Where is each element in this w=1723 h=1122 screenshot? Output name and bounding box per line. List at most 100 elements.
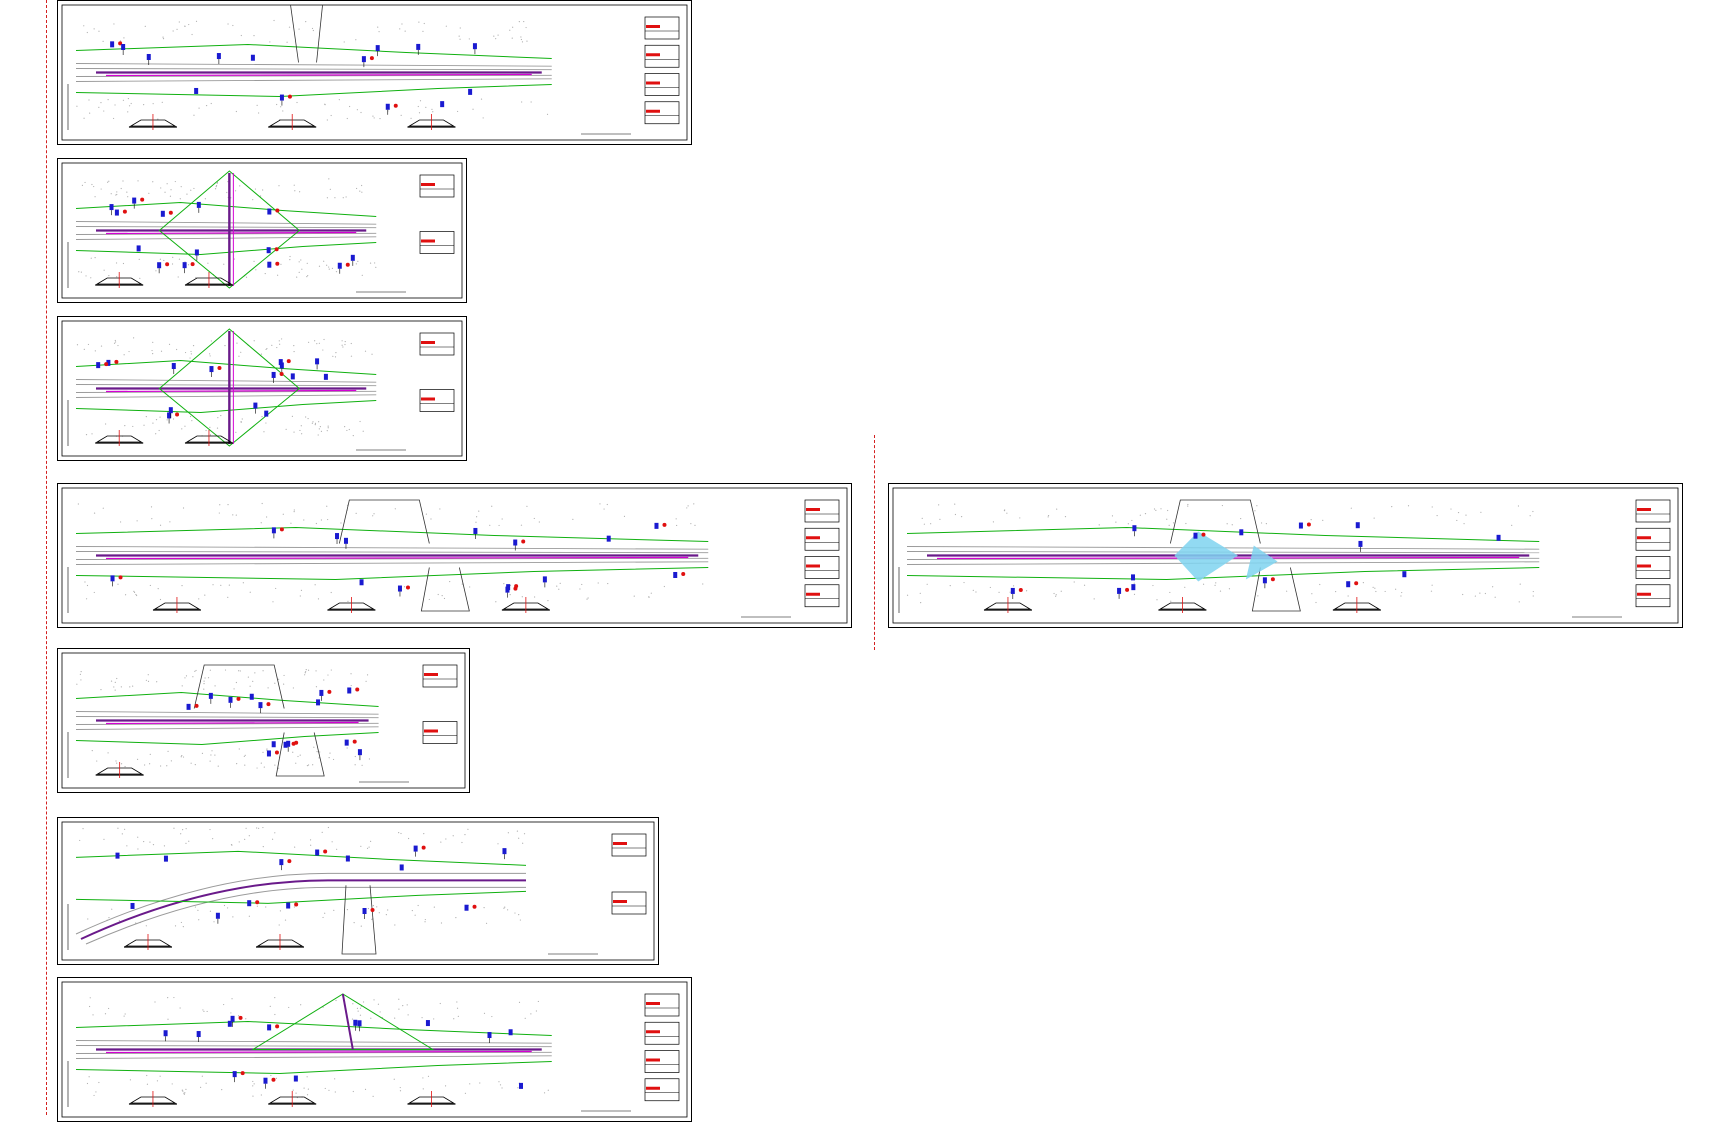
hatch-dot — [91, 183, 93, 186]
legend-table — [419, 231, 455, 254]
drawing-sheet-4[interactable] — [57, 483, 852, 628]
traffic-sign — [209, 366, 214, 373]
drawing-sheet-5[interactable] — [888, 483, 1683, 628]
hatch-dot — [326, 430, 328, 432]
hatch-dot — [198, 598, 200, 600]
road-body — [75, 711, 379, 730]
road-signs — [1010, 522, 1501, 599]
hatch-dot — [269, 41, 271, 43]
hatch-dot — [108, 917, 110, 919]
hatch-dot — [185, 828, 187, 830]
hatch-dot — [335, 271, 338, 273]
hatch-dot — [318, 265, 321, 267]
hatch-dot — [331, 267, 334, 269]
hatch-dot — [296, 276, 298, 278]
hatch-dot — [403, 586, 406, 588]
hatch-dot — [262, 826, 264, 829]
hatch-dot — [1187, 505, 1189, 507]
hatch-dot — [445, 25, 447, 27]
hatch-dot — [371, 353, 373, 355]
road-edge — [75, 716, 379, 719]
junction — [251, 993, 435, 1050]
hatch-dot — [203, 1010, 205, 1012]
drawing-sheet-8[interactable] — [57, 977, 692, 1122]
legend-table — [804, 556, 840, 579]
hatch-dot — [166, 183, 168, 185]
hatch-dot — [368, 758, 371, 760]
legend-tables — [1635, 499, 1671, 608]
traffic-sign — [502, 848, 507, 855]
traffic-sign — [350, 254, 355, 261]
hatch-dot — [289, 255, 291, 258]
road-signs — [163, 1015, 523, 1089]
hatch-dot — [259, 195, 262, 197]
road-body — [75, 221, 377, 240]
traffic-sign — [266, 750, 271, 757]
hatch-dot — [155, 270, 157, 272]
hatch-dot — [315, 670, 317, 672]
road-edge — [75, 236, 377, 240]
hatch-dot — [424, 921, 426, 923]
hatch-dot — [191, 33, 193, 36]
hatch-dot — [1465, 514, 1467, 516]
hatch-dot — [176, 28, 178, 30]
legend-red-row — [646, 1002, 660, 1005]
legend-red-row — [646, 109, 660, 113]
traffic-sign — [271, 371, 276, 378]
hatch-dot — [497, 34, 499, 36]
hatch-dot — [314, 422, 317, 425]
hatch-dot — [80, 271, 82, 273]
green-line — [75, 1020, 552, 1036]
hatch-dot — [159, 1075, 161, 1077]
hatch-dot — [132, 685, 134, 687]
legend-red-row — [1637, 564, 1651, 568]
traffic-sign — [132, 197, 137, 204]
hatch-dot — [188, 23, 190, 26]
hatch-dot — [293, 511, 295, 513]
hatch-dot — [236, 763, 238, 765]
hatch-dot — [1532, 590, 1534, 593]
drawing-sheet-1[interactable] — [57, 0, 692, 145]
hatch-dot — [318, 428, 320, 430]
hatch-dot — [90, 257, 92, 259]
hatch-dot — [281, 338, 283, 340]
hatch-dot — [91, 750, 93, 752]
drawing-sheet-7[interactable] — [57, 817, 659, 965]
hatch-dot — [278, 185, 280, 187]
cross-section — [268, 119, 316, 127]
drawing-sheet-6[interactable] — [57, 648, 470, 793]
hatch-dot — [127, 111, 129, 113]
hatch-dot — [1231, 524, 1233, 526]
hatch-dot — [110, 193, 112, 195]
hatch-dot — [245, 1018, 247, 1020]
hatch-dot — [352, 1090, 354, 1093]
red-marker — [274, 750, 279, 755]
hatch-dot — [328, 757, 330, 759]
road-edge — [75, 722, 379, 725]
legend-tables — [644, 993, 680, 1102]
hatch-dot — [107, 1007, 110, 1010]
drawing-sheet-2[interactable] — [57, 158, 467, 303]
inner-frame — [61, 320, 463, 457]
hatch-dot — [456, 1007, 459, 1009]
hatch-dot — [361, 184, 363, 187]
traffic-sign — [425, 1020, 430, 1027]
hatch-dot — [375, 266, 377, 269]
green-lines — [75, 43, 552, 98]
legend-red-row — [613, 900, 627, 903]
hatch-dot — [327, 427, 329, 429]
hatch-dot — [606, 503, 608, 506]
hatch-dot — [377, 1003, 380, 1005]
hatch-dot — [278, 767, 280, 769]
hatch-dot — [433, 906, 435, 908]
hatch-dot — [80, 670, 82, 673]
inner-frame — [892, 487, 1679, 624]
traffic-sign — [1132, 525, 1137, 532]
hatch-dot — [98, 106, 100, 108]
hatch-dot — [355, 263, 357, 265]
hatch-dot — [998, 591, 1000, 593]
red-marker — [1354, 581, 1359, 586]
drawing-sheet-3[interactable] — [57, 316, 467, 461]
hatch-dot — [370, 840, 372, 842]
